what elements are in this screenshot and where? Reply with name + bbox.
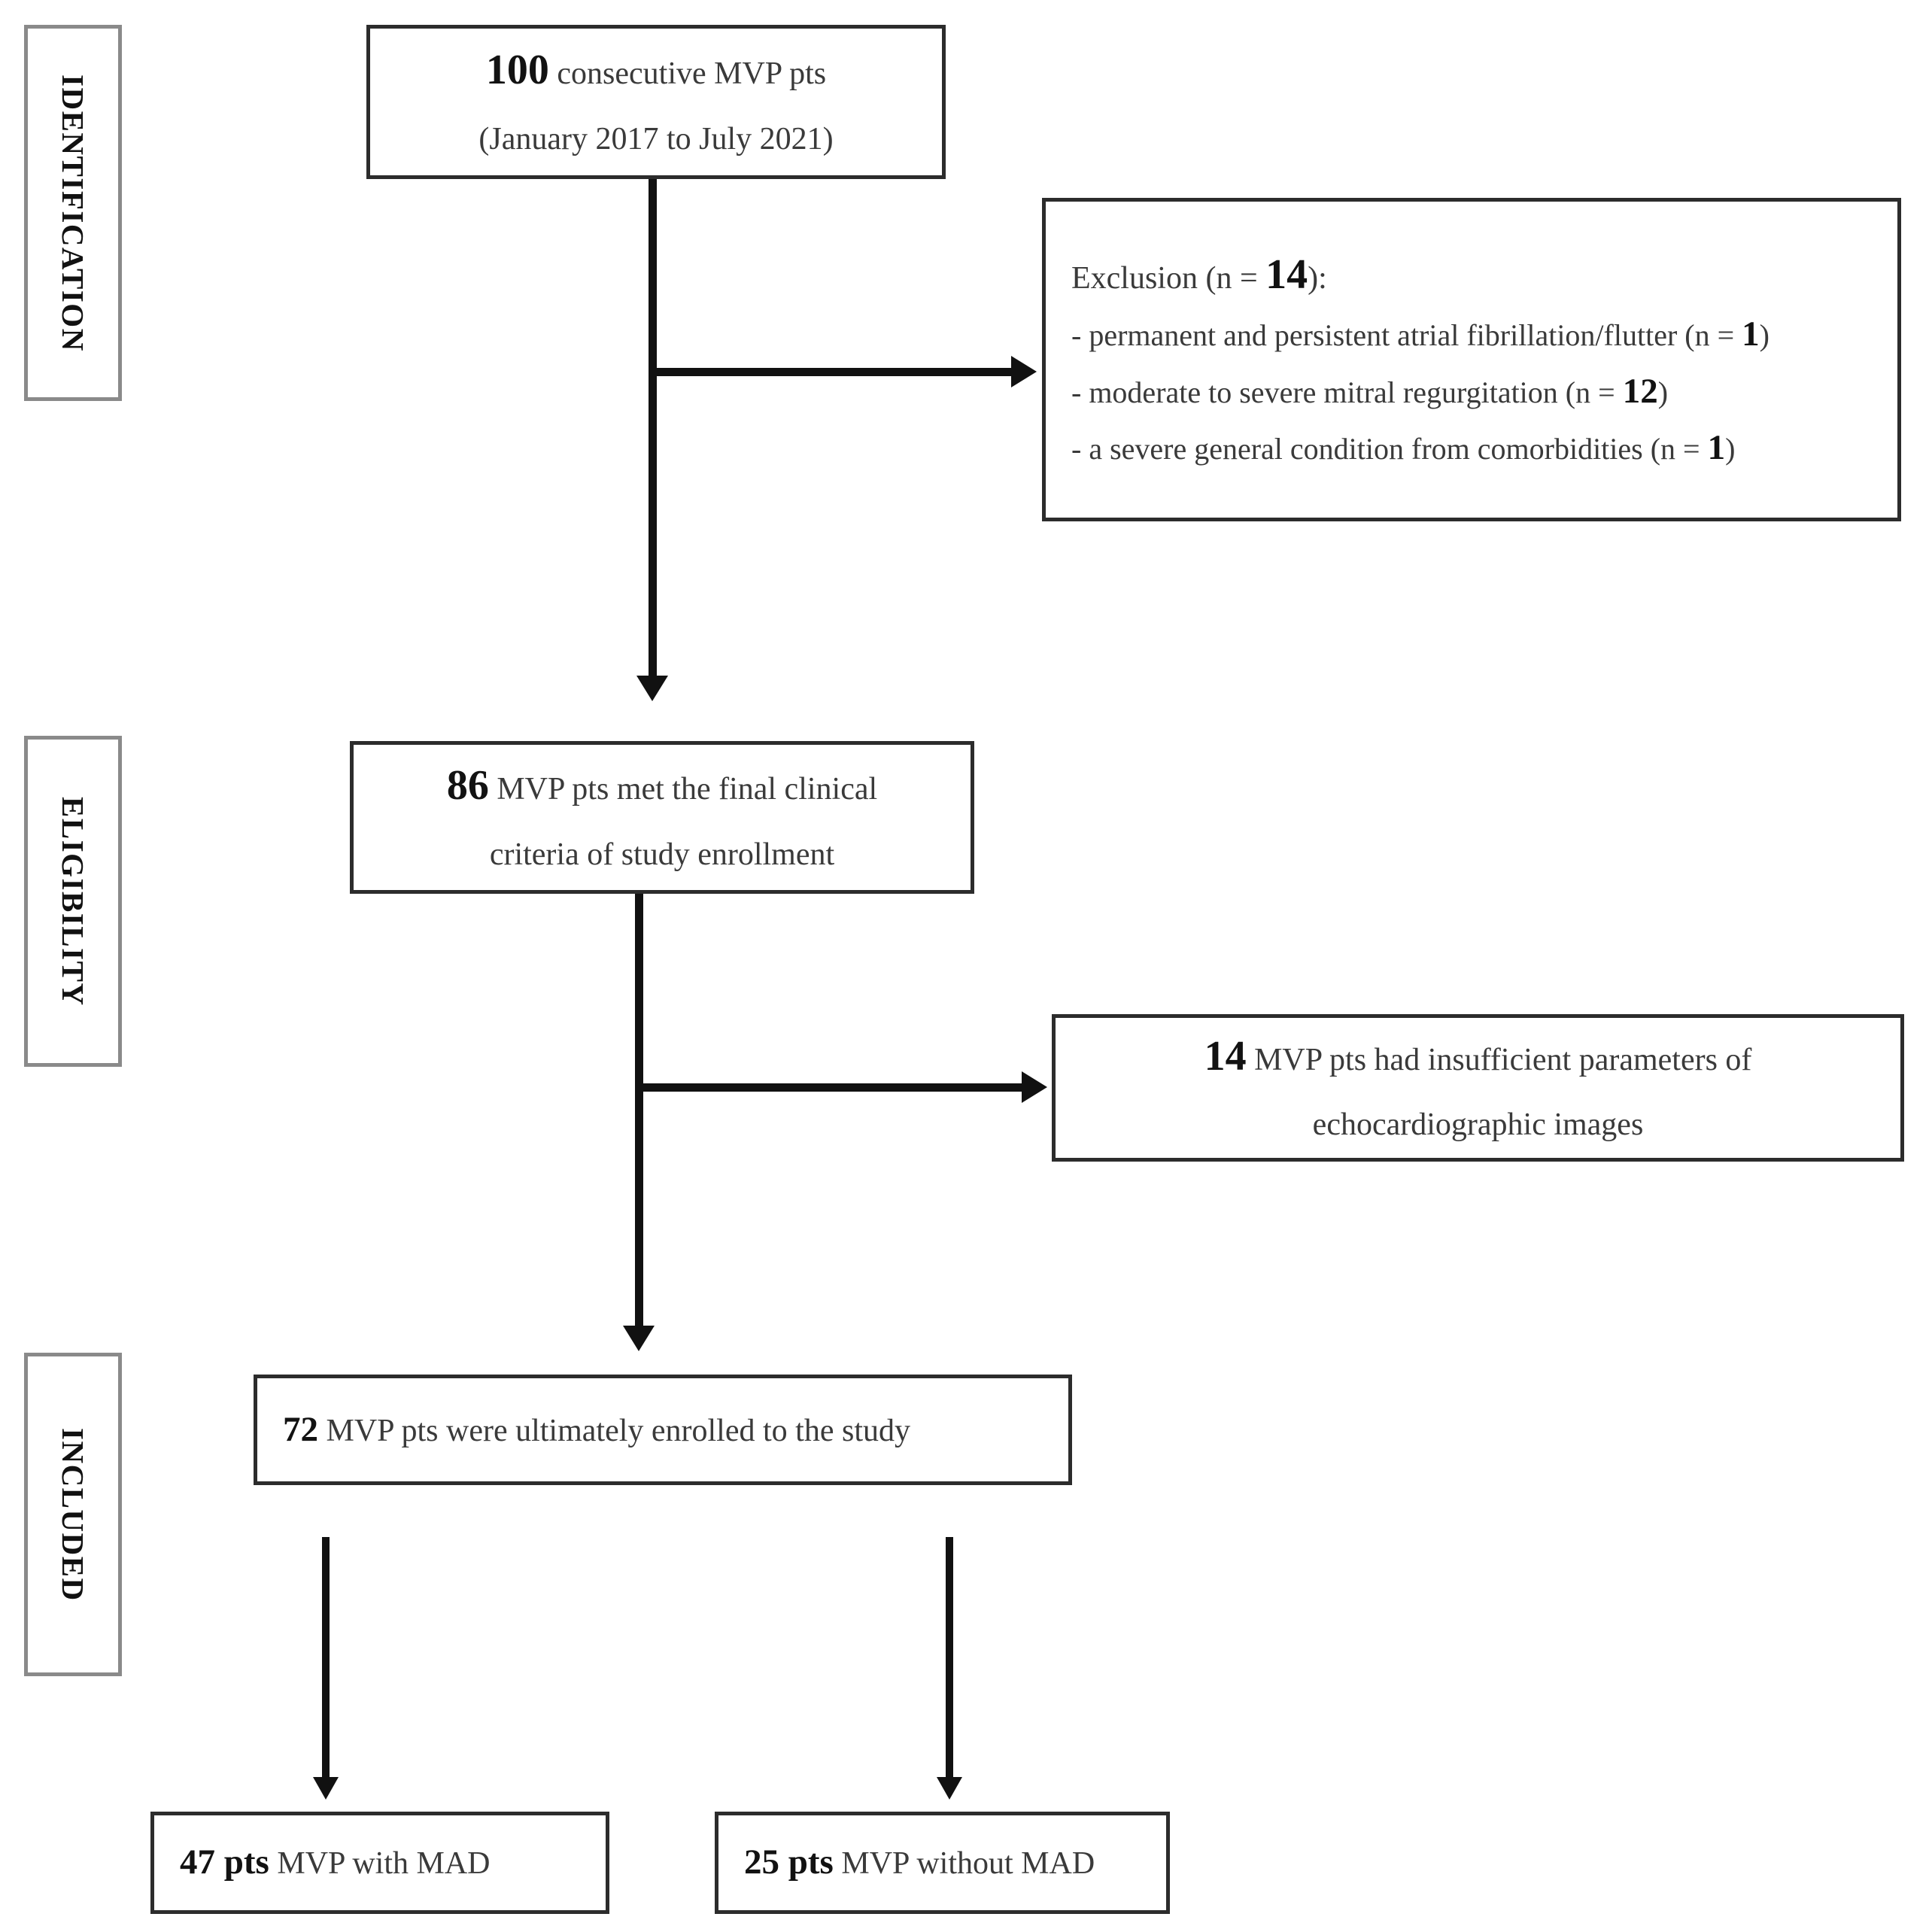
connector-source-to-eligible-trunk [649, 179, 657, 679]
eligible-line1: 86 MVP pts met the final clinical [447, 764, 877, 808]
with-mad-line1: 47 pts MVP with MAD [154, 1844, 491, 1881]
exclusion-item-0-suffix: ) [1759, 318, 1769, 353]
insufficient-images-box: 14 MVP pts had insufficient parameters o… [1052, 1014, 1904, 1162]
enrolled-box: 72 MVP pts were ultimately enrolled to t… [254, 1375, 1072, 1485]
source-cohort-line2: (January 2017 to July 2021) [478, 121, 834, 156]
arrowhead-source-to-exclusion [1011, 356, 1037, 387]
connector-eligible-to-insufficient-line [639, 1083, 1025, 1092]
insufficient-line1-text: MVP pts had insufficient parameters of [1246, 1042, 1752, 1077]
exclusion-item-1: - moderate to severe mitral regurgitatio… [1046, 371, 1669, 411]
exclusion-item-0-count: 1 [1742, 314, 1760, 354]
with-mad-count: 47 pts [180, 1842, 269, 1882]
exclusion-item-2-suffix: ) [1725, 432, 1736, 466]
exclusion-item-1-count: 12 [1622, 371, 1658, 411]
insufficient-count: 14 [1204, 1032, 1247, 1080]
source-cohort-count: 100 [485, 47, 549, 94]
exclusion-item-2-count: 1 [1707, 428, 1726, 468]
stage-label-included-text: INCLUDED [56, 1427, 90, 1602]
source-cohort-line1: 100 consecutive MVP pts [486, 48, 826, 93]
stage-label-eligibility: ELIGIBILITY [24, 736, 122, 1067]
enrolled-line1: 72 MVP pts were ultimately enrolled to t… [257, 1411, 910, 1448]
without-mad-line1-text: MVP without MAD [833, 1846, 1095, 1882]
stage-label-identification-text: IDENTIFICATION [56, 74, 90, 352]
with-mad-box: 47 pts MVP with MAD [150, 1812, 609, 1914]
insufficient-line1: 14 MVP pts had insufficient parameters o… [1204, 1034, 1752, 1079]
arrowhead-source-to-eligible [636, 676, 668, 701]
connector-enrolled-to-without-mad [946, 1537, 953, 1782]
exclusion-box: Exclusion (n = 14): - permanent and pers… [1042, 198, 1901, 521]
connector-enrolled-to-with-mad [322, 1537, 330, 1782]
enrolled-line1-text: MVP pts were ultimately enrolled to the … [318, 1413, 911, 1448]
arrowhead-eligible-to-enrolled [623, 1326, 655, 1351]
eligible-line2: criteria of study enrollment [489, 837, 835, 872]
insufficient-line2: echocardiographic images [1312, 1107, 1644, 1143]
without-mad-count: 25 pts [744, 1842, 834, 1882]
exclusion-item-2-text: - a severe general condition from comorb… [1071, 432, 1708, 466]
exclusion-heading: Exclusion (n = 14): [1046, 251, 1327, 298]
stage-label-identification: IDENTIFICATION [24, 25, 122, 401]
arrowhead-enrolled-to-without-mad [937, 1777, 962, 1800]
arrowhead-eligible-to-insufficient [1022, 1071, 1047, 1103]
enrolled-count: 72 [283, 1409, 318, 1449]
exclusion-item-1-text: - moderate to severe mitral regurgitatio… [1071, 375, 1623, 409]
exclusion-heading-count: 14 [1265, 251, 1308, 298]
stage-label-eligibility-text: ELIGIBILITY [56, 796, 90, 1007]
exclusion-heading-suffix: ): [1308, 260, 1327, 296]
exclusion-item-0: - permanent and persistent atrial fibril… [1046, 316, 1769, 353]
exclusion-item-0-text: - permanent and persistent atrial fibril… [1071, 318, 1742, 353]
connector-source-to-exclusion-line [653, 368, 1013, 376]
stage-label-included: INCLUDED [24, 1353, 122, 1676]
eligible-count: 86 [446, 762, 489, 810]
arrowhead-enrolled-to-with-mad [313, 1777, 339, 1800]
eligible-box: 86 MVP pts met the final clinical criter… [350, 741, 974, 894]
without-mad-box: 25 pts MVP without MAD [715, 1812, 1170, 1914]
exclusion-item-1-suffix: ) [1657, 375, 1669, 409]
with-mad-line1-text: MVP with MAD [269, 1846, 491, 1882]
exclusion-item-2: - a severe general condition from comorb… [1046, 428, 1736, 468]
without-mad-line1: 25 pts MVP without MAD [718, 1844, 1095, 1881]
connector-eligible-to-enrolled-trunk [635, 894, 643, 1330]
exclusion-heading-prefix: Exclusion (n = [1071, 260, 1266, 296]
source-cohort-line1-text: consecutive MVP pts [548, 56, 827, 92]
eligible-line1-text: MVP pts met the final clinical [488, 772, 878, 807]
source-cohort-box: 100 consecutive MVP pts (January 2017 to… [366, 25, 946, 179]
